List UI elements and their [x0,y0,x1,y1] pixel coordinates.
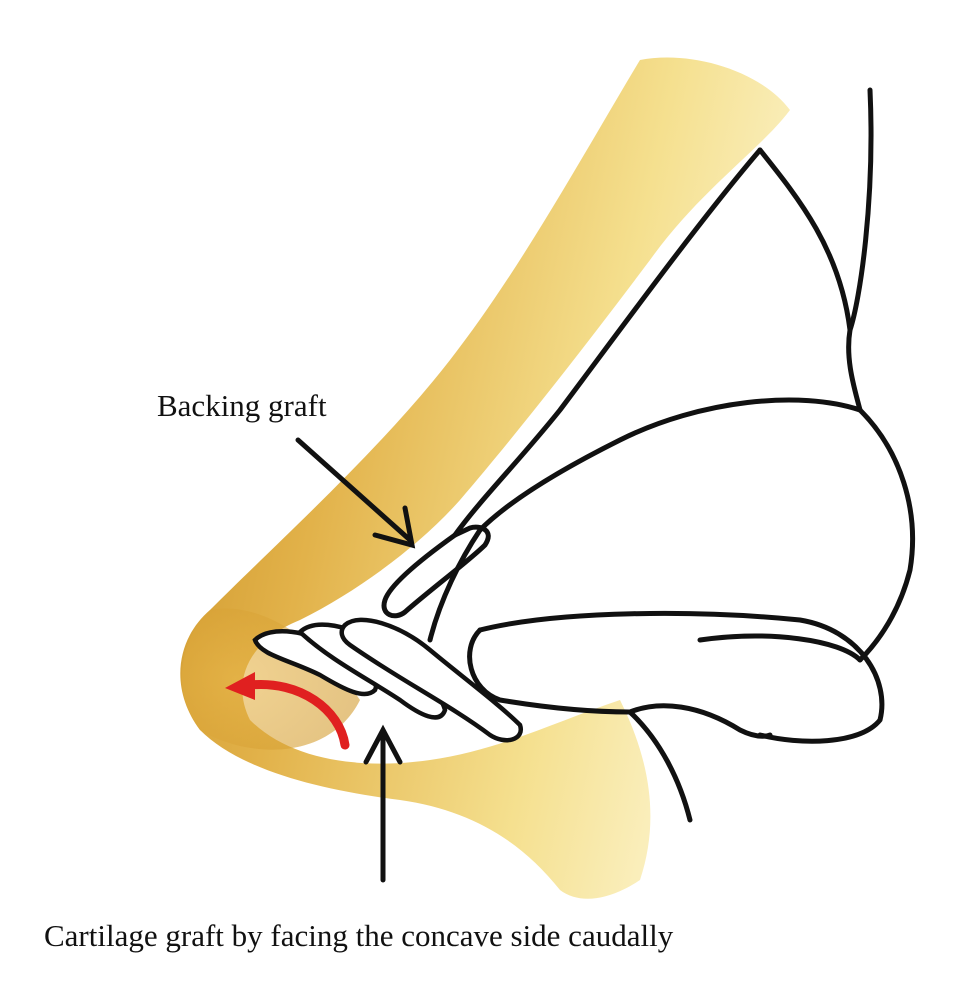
cartilage-grafts [252,617,523,743]
cartilage-graft-caption: Cartilage graft by facing the concave si… [44,918,674,953]
pointer-arrows [295,437,416,883]
nose-tip-shading [181,608,360,750]
backing-graft-arrowhead-icon [372,505,416,549]
graft-strip-3 [339,617,523,743]
backing-graft-arrow [295,437,413,543]
backing-graft-label: Backing graft [157,388,327,423]
cartilage-outlines [381,87,915,823]
cartilage-graft-arrowhead-icon [363,724,403,765]
rotation-arrow-icon [225,672,350,750]
nose-skin [180,57,790,899]
